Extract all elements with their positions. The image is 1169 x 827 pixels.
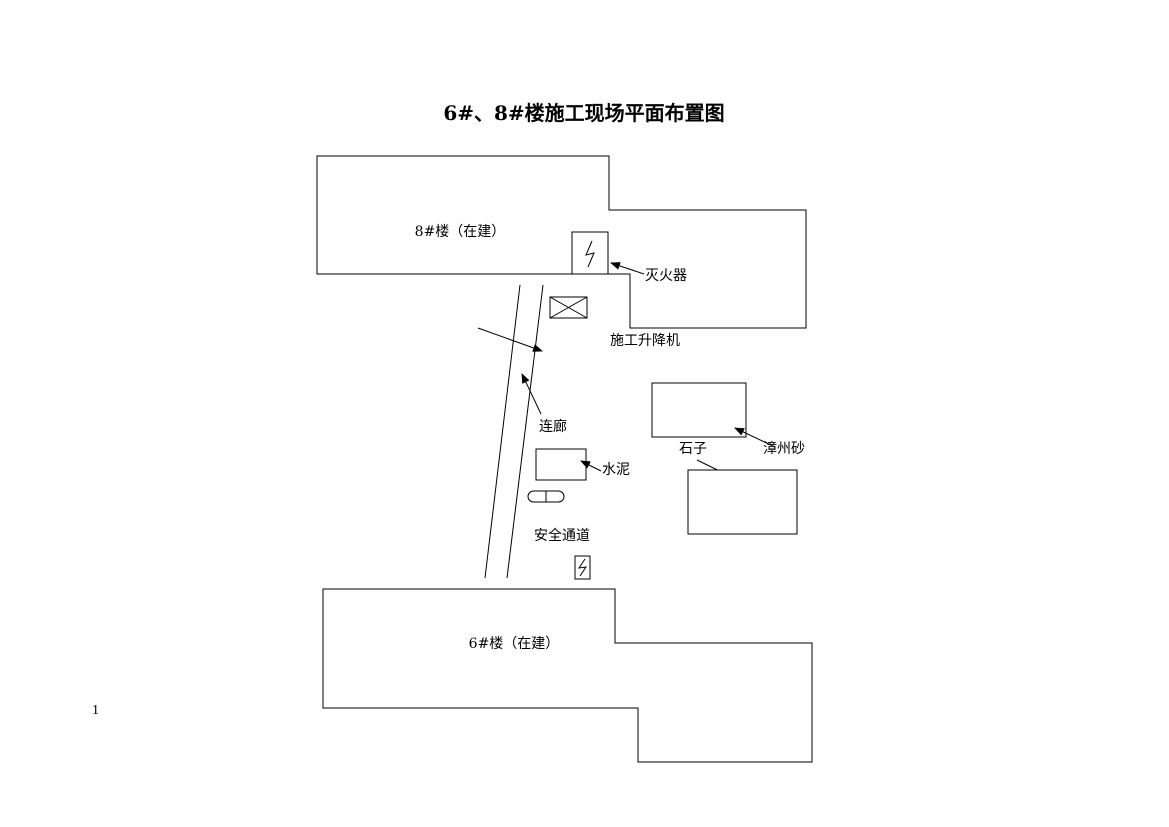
stone-label: 石子 [679, 441, 707, 457]
distribution-box-icon [574, 555, 591, 580]
corridor-label: 连廊 [539, 418, 567, 435]
hoist-cross-box-icon [549, 296, 588, 319]
page-number: 1 [92, 703, 99, 718]
cement-label: 水泥 [602, 462, 630, 478]
corridor-arrow [521, 373, 542, 415]
extinguisher-label: 灭火器 [645, 268, 687, 284]
page-title: 6#、8#楼施工现场平面布置图 [443, 101, 724, 125]
cement-storage [535, 448, 587, 481]
double-roller-icon [527, 490, 565, 503]
building-8-outline [316, 155, 807, 329]
sand-label: 漳州砂 [763, 440, 805, 457]
building-8-label: 8#楼（在建） [415, 224, 506, 240]
sand-storage [651, 382, 747, 438]
cement-arrow [580, 460, 602, 472]
building-6-label: 6#楼（在建） [469, 636, 560, 652]
sand-arrow [734, 427, 776, 448]
safe-passage-label: 安全通道 [534, 527, 590, 544]
corridor-left-line [484, 284, 521, 579]
building-6-outline [322, 588, 813, 763]
corridor-right-line [506, 284, 544, 579]
extinguisher-arrow [610, 262, 645, 275]
corridor-crossing-arrow [477, 327, 543, 352]
stone-storage [687, 469, 798, 535]
hoist-label: 施工升降机 [610, 333, 680, 349]
fire-extinguisher-icon [571, 231, 609, 275]
